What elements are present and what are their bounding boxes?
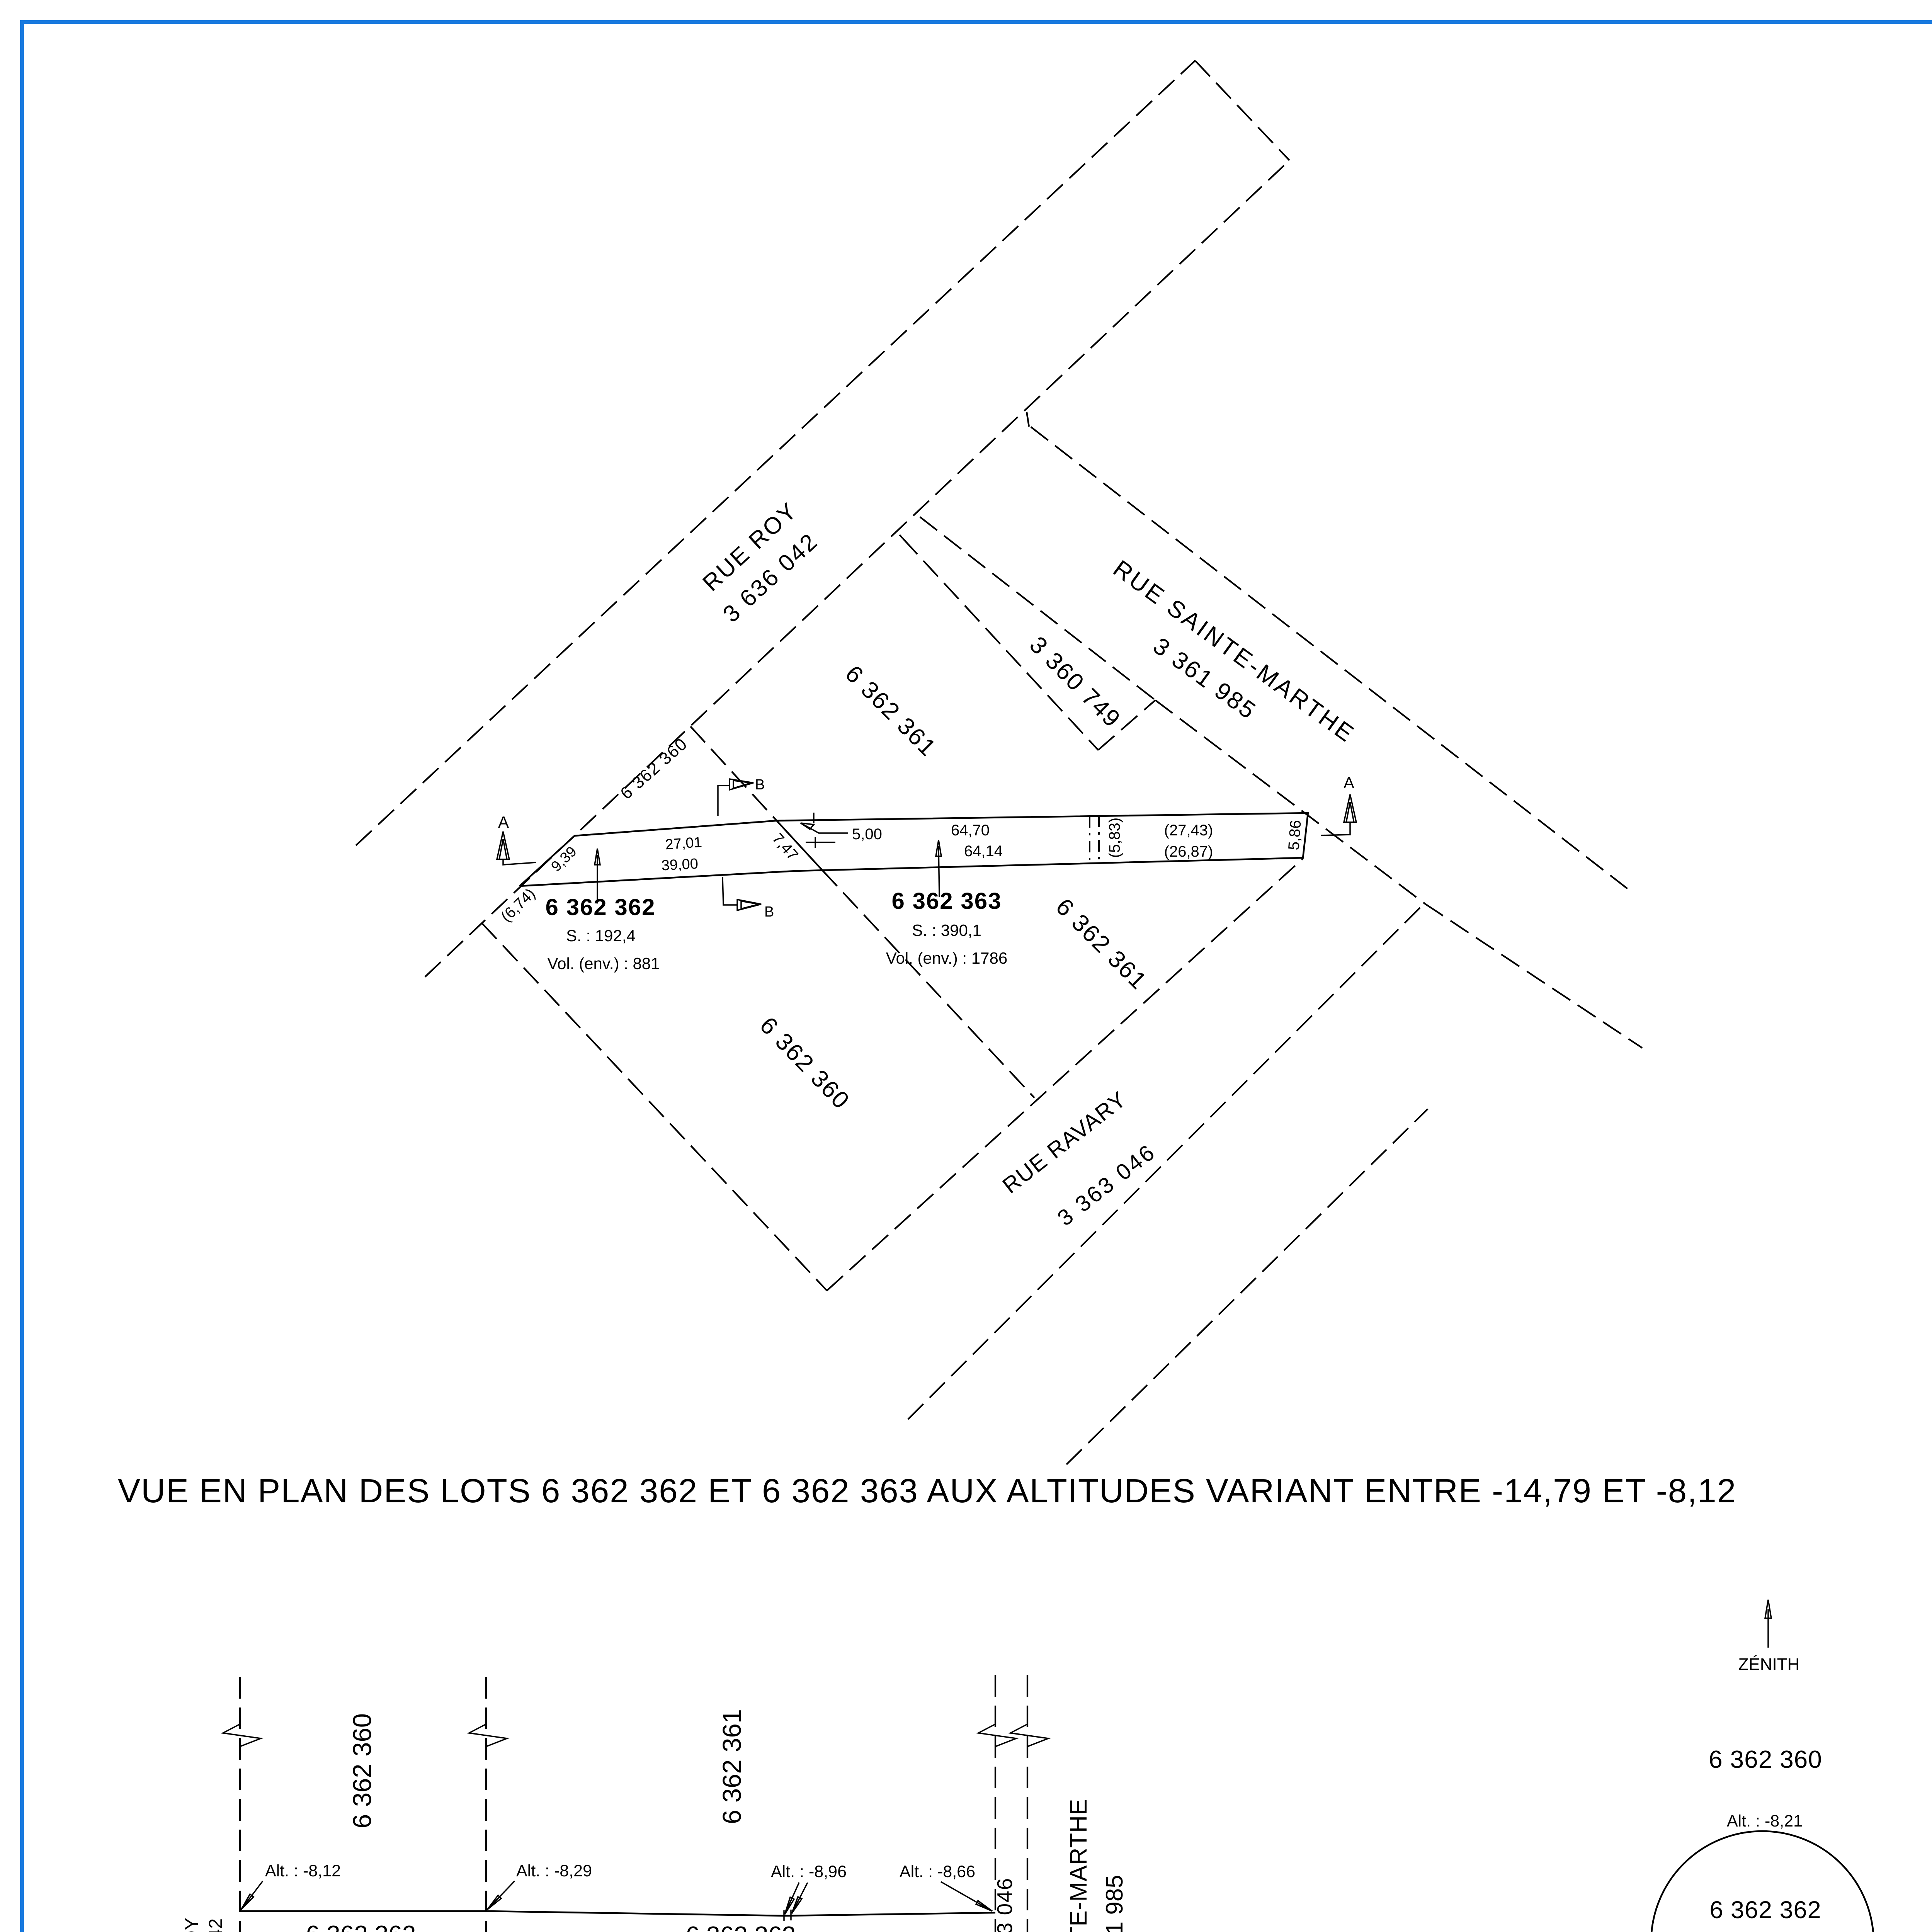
svg-text:5,00: 5,00 [852,826,882,843]
svg-text:6 362 362: 6 362 362 [1709,1896,1821,1923]
svg-text:64,14: 64,14 [964,843,1003,860]
svg-text:6 362 362: 6 362 362 [306,1920,416,1932]
svg-text:6 362 363: 6 362 363 [686,1921,796,1932]
svg-text:Alt. : -8,66: Alt. : -8,66 [900,1862,975,1881]
svg-text:64,70: 64,70 [951,822,990,839]
svg-text:6 362 363: 6 362 363 [892,888,1002,914]
svg-text:6 362 360: 6 362 360 [1709,1745,1822,1773]
svg-text:5,86: 5,86 [1285,820,1304,851]
svg-text:RUE SAINTE-MARTHE: RUE SAINTE-MARTHE [1065,1799,1092,1932]
svg-text:(5,83): (5,83) [1106,818,1123,858]
svg-text:(27,43): (27,43) [1164,822,1213,839]
svg-text:Alt. : -8,12: Alt. : -8,12 [265,1862,341,1880]
svg-text:6 362 360: 6 362 360 [348,1713,377,1828]
svg-text:Vol. (env.) : 881: Vol. (env.) : 881 [547,954,660,973]
svg-text:Vol. (env.) : 1786: Vol. (env.) : 1786 [886,949,1007,967]
svg-text:6 362 360: 6 362 360 [1505,1928,1617,1932]
svg-text:A: A [1344,774,1354,792]
svg-text:3 361 985: 3 361 985 [1101,1875,1128,1932]
svg-text:ZÉNITH: ZÉNITH [1738,1655,1800,1674]
svg-text:3 363 046: 3 363 046 [993,1878,1017,1932]
svg-text:S. : 390,1: S. : 390,1 [912,921,981,939]
svg-text:RUE ROY: RUE ROY [182,1917,202,1932]
svg-text:6 362 361: 6 362 361 [718,1709,747,1824]
svg-text:(26,87): (26,87) [1164,843,1213,860]
svg-text:Alt. : -8,21: Alt. : -8,21 [1727,1812,1803,1830]
svg-text:27,01: 27,01 [665,834,702,853]
svg-text:S. : 192,4: S. : 192,4 [566,927,636,945]
svg-text:Alt. : -8,29: Alt. : -8,29 [516,1862,592,1880]
svg-text:6 362 362: 6 362 362 [546,894,656,920]
svg-text:B: B [764,904,774,920]
svg-text:A: A [498,813,509,831]
svg-text:Alt. : -8,96: Alt. : -8,96 [771,1862,847,1881]
svg-text:39,00: 39,00 [661,856,699,874]
svg-text:B: B [755,777,765,793]
svg-text:3 636 042: 3 636 042 [206,1918,226,1932]
svg-text:6 362 360: 6 362 360 [1911,1928,1932,1932]
svg-text:VUE EN PLAN DES LOTS 6 362 362: VUE EN PLAN DES LOTS 6 362 362 ET 6 362 … [118,1472,1736,1510]
